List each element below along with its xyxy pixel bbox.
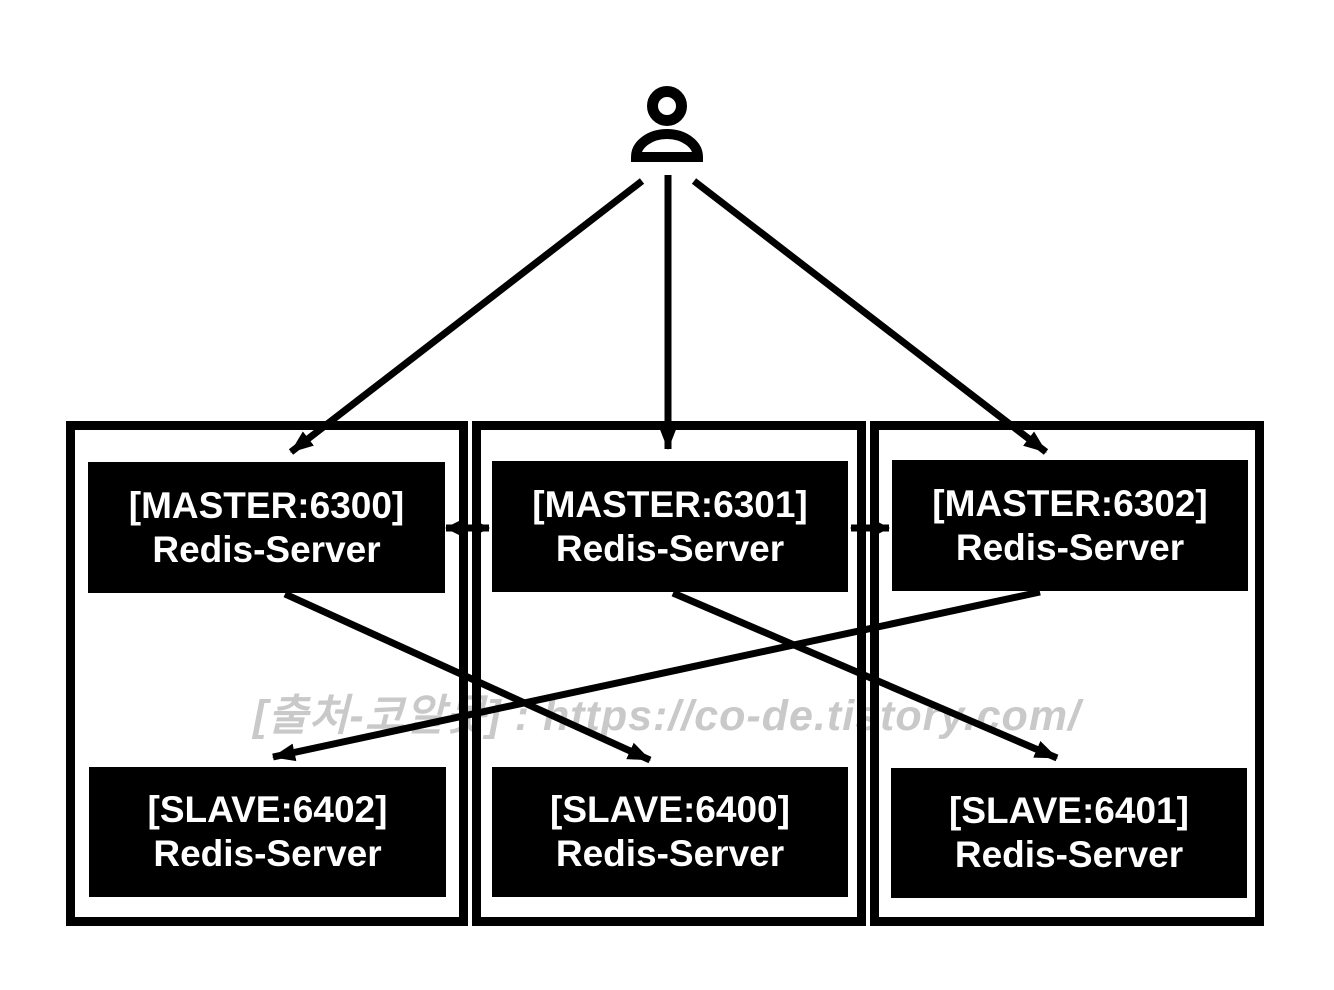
node-label: [SLAVE:6402]: [147, 789, 388, 830]
node-sublabel: Redis-Server: [152, 528, 381, 570]
node-label: [SLAVE:6400]: [550, 789, 790, 830]
node-sublabel: Redis-Server: [954, 834, 1184, 875]
node-label: [MASTER:6302]: [932, 482, 1208, 524]
node-slave-6402: [SLAVE:6402] Redis-Server: [89, 767, 446, 897]
node-slave-6400: [SLAVE:6400] Redis-Server: [492, 767, 848, 897]
node-label: [MASTER:6300]: [128, 484, 405, 526]
node-master-6300: [MASTER:6300] Redis-Server: [88, 462, 445, 593]
node-master-6301: [MASTER:6301] Redis-Server: [492, 461, 848, 592]
node-sublabel: Redis-Server: [555, 833, 785, 874]
node-master-6302: [MASTER:6302] Redis-Server: [892, 460, 1248, 591]
user-icon: [630, 86, 704, 162]
arrow-client-to-master-6302: [691, 178, 1049, 455]
node-sublabel: Redis-Server: [955, 526, 1185, 568]
node-sublabel: Redis-Server: [555, 527, 785, 569]
arrow-client-to-master-6300: [288, 178, 645, 455]
node-label: [MASTER:6301]: [532, 483, 808, 525]
node-sublabel: Redis-Server: [153, 833, 382, 874]
node-label: [SLAVE:6401]: [949, 790, 1189, 831]
node-slave-6401: [SLAVE:6401] Redis-Server: [891, 768, 1247, 898]
